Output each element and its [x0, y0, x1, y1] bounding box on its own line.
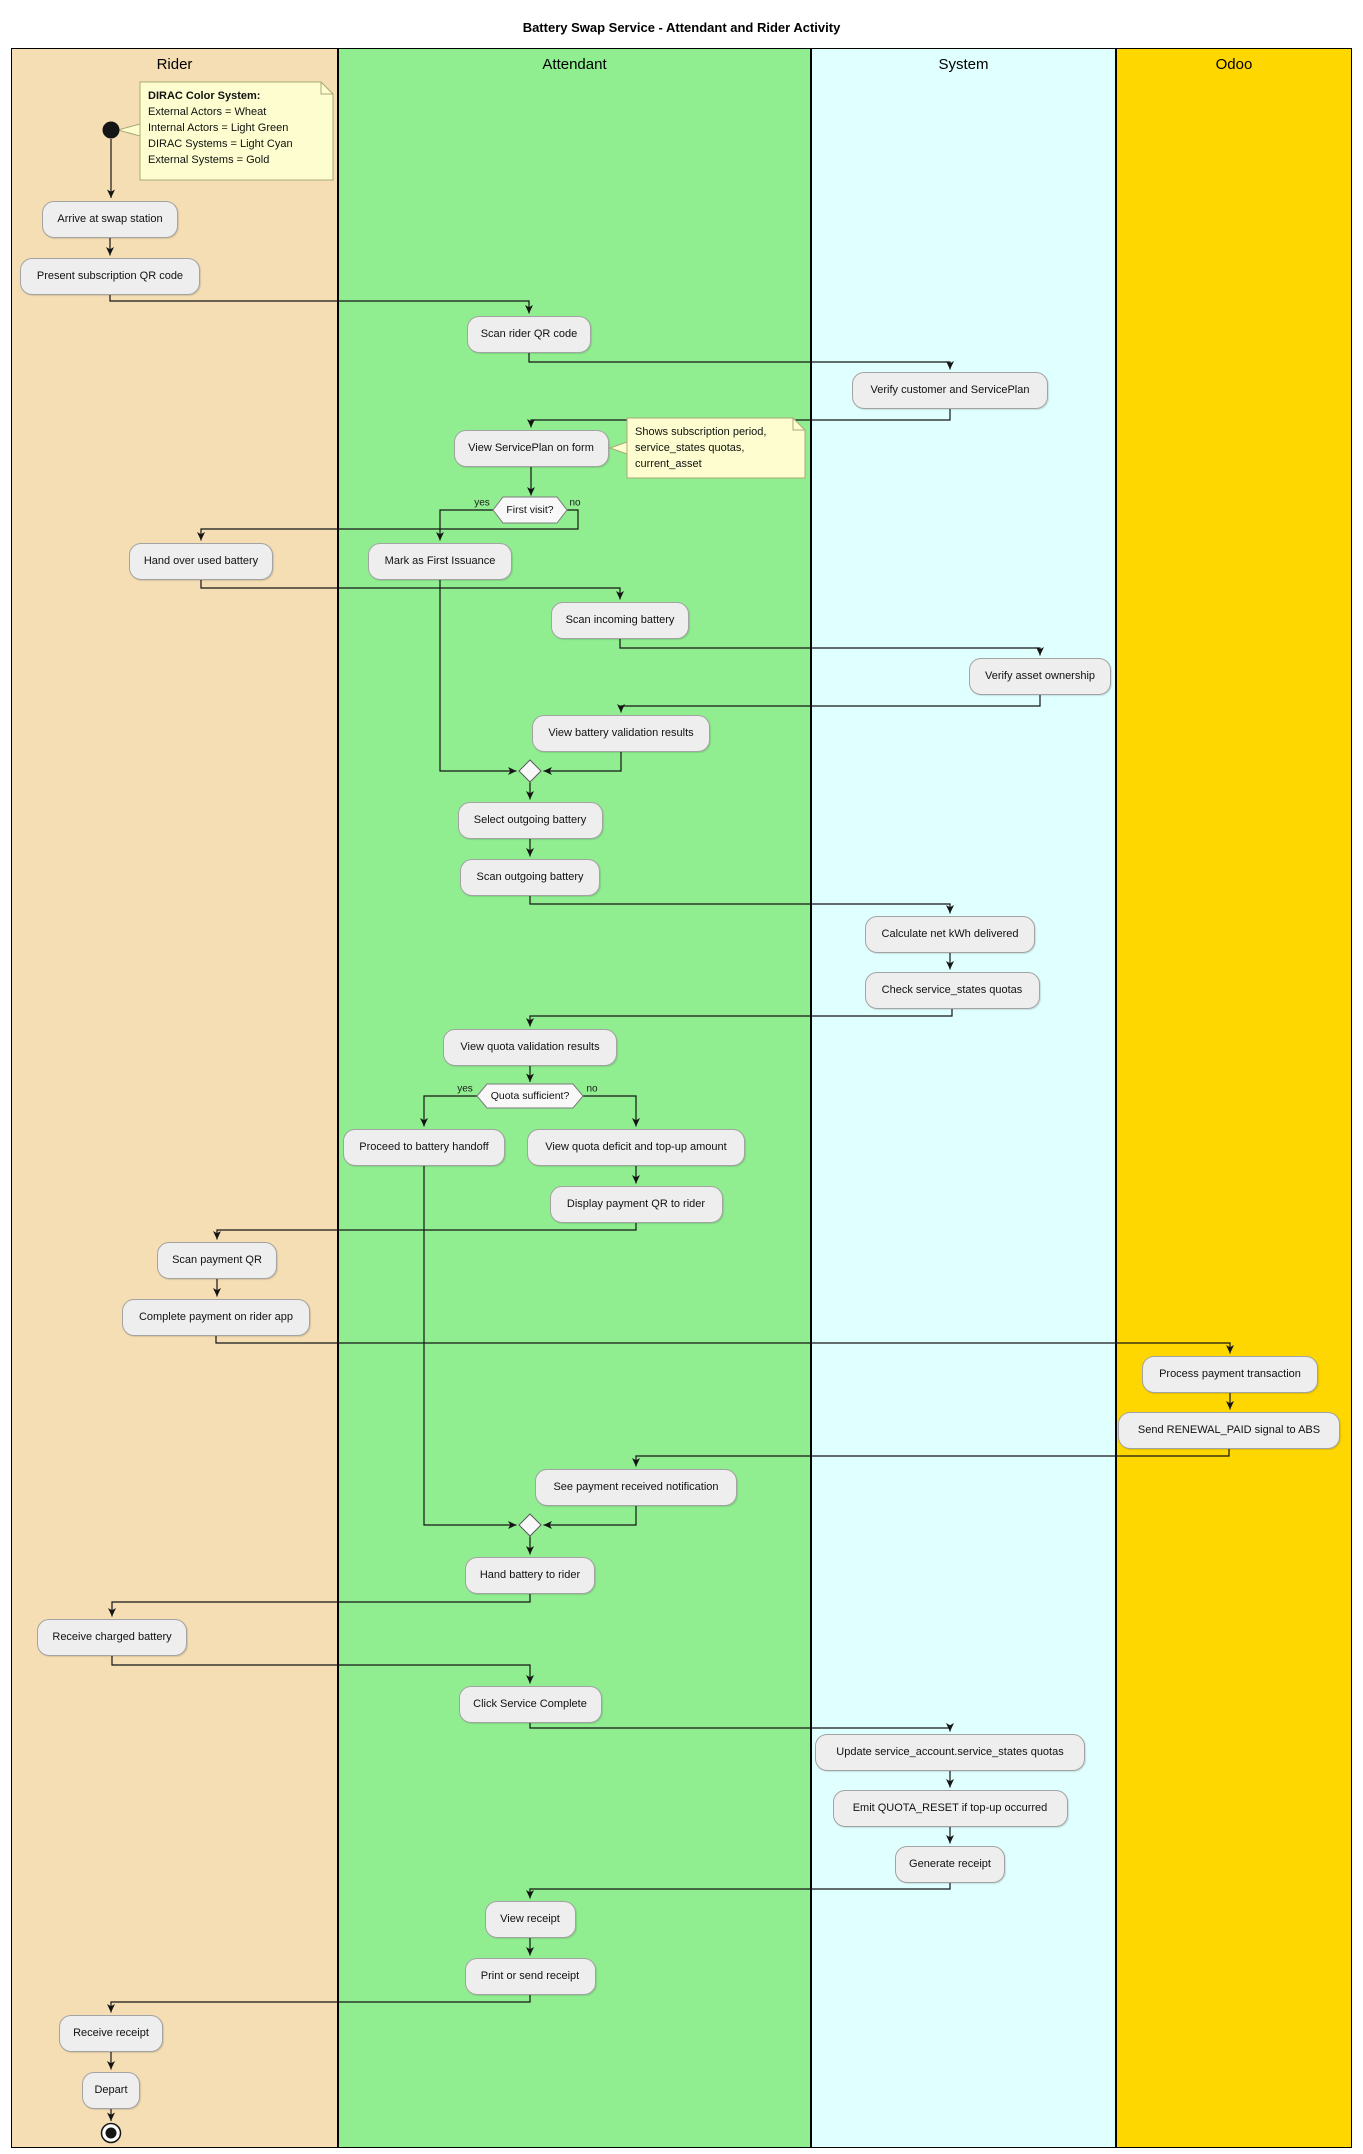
- activity-view-quota-validation: View quota validation results: [443, 1028, 617, 1066]
- note-fold-corner: [792, 418, 805, 431]
- edge-see-payment-notif-to-merge-2: [543, 1505, 637, 1529]
- edge-quota-sufficient-to-proceed-handoff: [420, 1095, 477, 1127]
- activity-verify-asset: Verify asset ownership: [969, 657, 1111, 695]
- activity-mark-first-issuance: Mark as First Issuance: [368, 542, 512, 580]
- decision-quota-sufficient: [476, 1083, 584, 1109]
- edge-click-complete-to-update-quotas: [529, 1722, 954, 1732]
- edge-generate-receipt-to-view-receipt: [526, 1882, 951, 1899]
- activity-scan-rider-qr: Scan rider QR code: [467, 315, 591, 353]
- activity-view-batt-validation: View battery validation results: [532, 714, 710, 752]
- edge-view-batt-validation-to-merge-1: [543, 751, 622, 775]
- activity-send-renewal-paid: Send RENEWAL_PAID signal to ABS: [1118, 1411, 1340, 1449]
- activity-present-qr: Present subscription QR code: [20, 257, 200, 295]
- activity-see-payment-notif: See payment received notification: [535, 1468, 737, 1506]
- diagram-title: Battery Swap Service - Attendant and Rid…: [522, 20, 841, 35]
- activity-emit-quota-reset: Emit QUOTA_RESET if top-up occurred: [832, 1789, 1068, 1827]
- note-line: DIRAC Systems = Light Cyan: [148, 138, 293, 150]
- edge-label-first-visit-no: no: [569, 497, 581, 509]
- edge-hand-over-used-to-scan-incoming: [200, 579, 624, 600]
- lane-rider: [11, 48, 338, 2148]
- activity-depart: Depart: [82, 2071, 140, 2109]
- activity-print-receipt: Print or send receipt: [464, 1957, 596, 1995]
- activity-view-serviceplan: View ServicePlan on form: [453, 429, 609, 467]
- decision-label-quota-sufficient: Quota sufficient?: [490, 1090, 570, 1102]
- lane-header-system: System: [938, 56, 989, 73]
- activity-generate-receipt: Generate receipt: [895, 1845, 1005, 1883]
- edge-print-receipt-to-receive-receipt: [107, 1994, 531, 2013]
- note-line: DIRAC Color System:: [148, 90, 261, 102]
- lane-odoo: [1116, 48, 1352, 2148]
- activity-view-receipt: View receipt: [484, 1900, 576, 1938]
- activity-process-payment: Process payment transaction: [1142, 1355, 1318, 1393]
- activity-check-quotas: Check service_states quotas: [864, 971, 1040, 1009]
- edge-check-quotas-to-view-quota-validation: [526, 1008, 953, 1027]
- start-node: [102, 121, 120, 139]
- activity-receive-receipt: Receive receipt: [59, 2014, 163, 2052]
- note-pointer: [608, 441, 628, 455]
- activity-proceed-handoff: Proceed to battery handoff: [343, 1128, 505, 1166]
- edge-verify-asset-to-view-batt-validation: [617, 694, 1041, 713]
- lane-header-rider: Rider: [156, 56, 193, 73]
- note-pointer: [116, 123, 141, 137]
- note-line: External Systems = Gold: [148, 154, 270, 166]
- edge-hand-battery-to-receive-charged: [108, 1593, 531, 1617]
- edge-scan-incoming-to-verify-asset: [619, 638, 1044, 656]
- edge-scan-outgoing-to-calc-kwh: [529, 895, 954, 914]
- note-serviceplan-note: [626, 417, 806, 479]
- note-line: service_states quotas,: [635, 442, 745, 454]
- activity-click-complete: Click Service Complete: [458, 1685, 602, 1723]
- decision-label-first-visit: First visit?: [506, 504, 554, 516]
- end-node-inner: [105, 2127, 117, 2139]
- activity-verify-customer: Verify customer and ServicePlan: [852, 371, 1048, 409]
- edge-first-visit-to-hand-over-used: [197, 509, 579, 541]
- edge-scan-rider-qr-to-verify-customer: [528, 352, 954, 370]
- edge-proceed-handoff-to-merge-2: [423, 1165, 517, 1529]
- edge-complete-payment-to-process-payment: [215, 1335, 1234, 1354]
- activity-update-quotas: Update service_account.service_states qu…: [815, 1733, 1085, 1771]
- decision-first-visit: [492, 496, 568, 524]
- activity-complete-payment: Complete payment on rider app: [122, 1298, 310, 1336]
- edge-label-quota-sufficient-no: no: [586, 1083, 598, 1095]
- edge-label-quota-sufficient-yes: yes: [457, 1083, 473, 1095]
- lane-header-attendant: Attendant: [542, 56, 607, 73]
- activity-scan-outgoing: Scan outgoing battery: [460, 858, 600, 896]
- edge-receive-charged-to-click-complete: [111, 1655, 534, 1684]
- note-text-color-legend: DIRAC Color System: External Actors = Whe…: [148, 88, 325, 168]
- edge-send-renewal-paid-to-see-payment-notif: [632, 1448, 1230, 1467]
- activity-arrive: Arrive at swap station: [42, 200, 178, 238]
- activity-scan-incoming: Scan incoming battery: [551, 601, 689, 639]
- activity-display-payment-qr: Display payment QR to rider: [549, 1185, 723, 1223]
- activity-hand-battery: Hand battery to rider: [465, 1556, 595, 1594]
- activity-calc-kwh: Calculate net kWh delivered: [865, 915, 1035, 953]
- lane-header-odoo: Odoo: [1215, 56, 1253, 73]
- note-line: Shows subscription period,: [635, 426, 767, 438]
- activity-hand-over-used: Hand over used battery: [129, 542, 273, 580]
- activity-scan-payment-qr: Scan payment QR: [157, 1241, 277, 1279]
- note-color-legend: [139, 81, 334, 181]
- activity-receive-charged: Receive charged battery: [37, 1618, 187, 1656]
- activity-view-deficit: View quota deficit and top-up amount: [527, 1128, 745, 1166]
- note-line: External Actors = Wheat: [148, 106, 267, 118]
- edge-present-qr-to-scan-rider-qr: [109, 294, 533, 314]
- note-text-serviceplan-note: Shows subscription period, service_states…: [635, 424, 797, 472]
- merge-diamond-merge-2: [518, 1513, 542, 1537]
- note-line: Internal Actors = Light Green: [148, 122, 289, 134]
- activity-select-outgoing: Select outgoing battery: [457, 801, 603, 839]
- edge-display-payment-qr-to-scan-payment-qr: [213, 1222, 637, 1240]
- edge-mark-first-issuance-to-merge-1: [439, 579, 517, 775]
- edge-quota-sufficient-to-view-deficit: [583, 1095, 640, 1127]
- note-fold-corner: [320, 82, 333, 95]
- merge-diamond-merge-1: [518, 759, 542, 783]
- note-line: current_asset: [635, 458, 702, 470]
- edge-first-visit-to-mark-first-issuance: [436, 509, 493, 541]
- edge-label-first-visit-yes: yes: [474, 497, 490, 509]
